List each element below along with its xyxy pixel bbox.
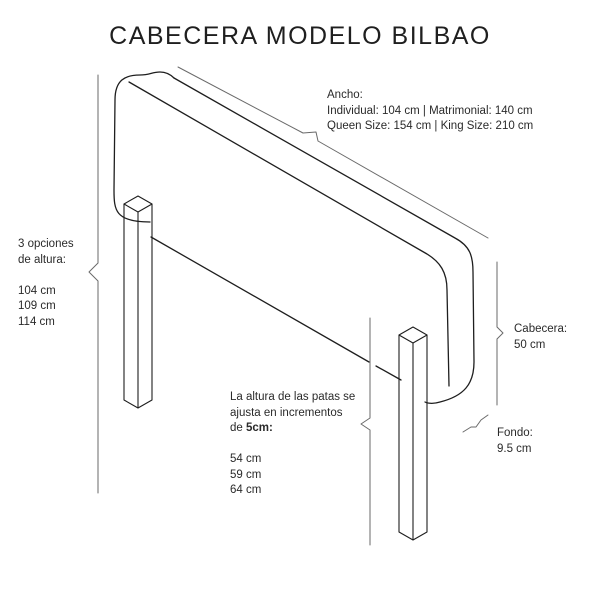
pata-option: 54 cm — [230, 453, 262, 465]
ancho-dimension-line — [177, 66, 489, 239]
altura-option: 104 cm — [18, 284, 56, 297]
ancho-label: Ancho: Individual: 104 cm | Matrimonial:… — [327, 88, 533, 135]
patas-line-2: ajusta en incrementos — [230, 406, 343, 419]
altura-option: 109 cm — [18, 300, 56, 312]
fondo-value: 9.5 cm — [497, 442, 532, 455]
patas-dimension-line — [360, 317, 371, 546]
fondo-dimension-line — [462, 414, 489, 433]
ancho-line-1: Individual: 104 cm | Matrimonial: 140 cm — [327, 104, 533, 117]
diagram-title: CABECERA MODELO BILBAO — [109, 22, 491, 50]
headboard-panel — [113, 71, 475, 404]
ancho-line-2: Queen Size: 154 cm | King Size: 210 cm — [327, 120, 534, 132]
fondo-label: Fondo: 9.5 cm — [497, 426, 533, 457]
altura-option: 114 cm — [18, 315, 55, 328]
cabecera-value: 50 cm — [514, 338, 546, 351]
pata-option: 64 cm — [230, 484, 262, 496]
alturas-heading-1: 3 opciones — [18, 238, 74, 250]
patas-line-3-prefix: de — [230, 422, 246, 434]
alturas-label: 3 opciones de altura: 104 cm 109 cm 114 … — [18, 237, 74, 330]
cabecera-label: Cabecera: 50 cm — [514, 322, 567, 353]
pata-option: 59 cm — [230, 468, 262, 481]
alturas-heading-2: de altura: — [18, 253, 66, 266]
patas-increment: 5cm: — [246, 422, 273, 434]
left-leg — [123, 195, 153, 409]
cabecera-dimension-line — [496, 261, 504, 406]
altura-dimension-line — [88, 74, 99, 494]
fondo-heading: Fondo: — [497, 427, 533, 439]
ancho-heading: Ancho: — [327, 89, 363, 101]
right-leg — [398, 326, 428, 541]
patas-line-1: La altura de las patas se — [230, 391, 356, 403]
patas-label: La altura de las patas se ajusta en incr… — [230, 390, 355, 499]
dimension-lines — [88, 66, 504, 546]
cabecera-heading: Cabecera: — [514, 323, 568, 335]
